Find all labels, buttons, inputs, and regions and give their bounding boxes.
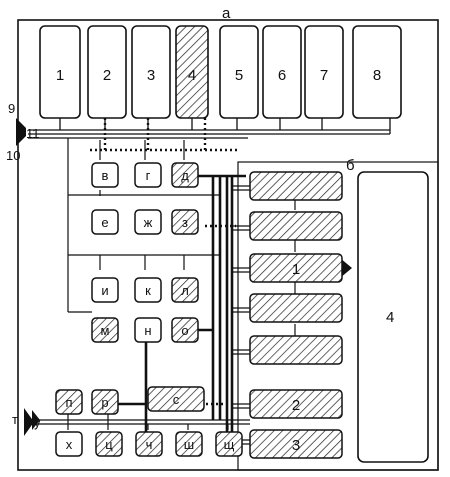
control-box-ш: ш [175, 431, 203, 457]
control-box-м: м [91, 317, 119, 343]
control-box-label: г [146, 168, 151, 183]
control-box-ц: ц [95, 431, 123, 457]
top-unit-2: 2 [87, 25, 127, 119]
control-box-label: п [65, 395, 72, 410]
top-unit-label: 4 [188, 67, 196, 84]
top-unit-label: 5 [235, 67, 243, 84]
arrow-9-label: 9 [8, 101, 15, 116]
control-box-ч: ч [135, 431, 163, 457]
control-box-label: с [173, 392, 180, 407]
control-box-label: к [145, 283, 151, 298]
control-box-г: г [134, 162, 162, 188]
control-box-в: в [91, 162, 119, 188]
right-block-6: 2 [249, 389, 343, 419]
tall-block-4-label: 4 [386, 309, 394, 326]
control-box-и: и [91, 277, 119, 303]
arrow-10-label: 10 [6, 148, 20, 163]
control-box-о: о [171, 317, 199, 343]
top-unit-label: 6 [278, 67, 286, 84]
top-unit-label: 1 [56, 67, 64, 84]
top-unit-label: 3 [147, 67, 155, 84]
control-box-е: е [91, 209, 119, 235]
top-unit-label: 8 [373, 67, 381, 84]
control-box-п: п [55, 389, 83, 415]
control-boxes: в г д е ж з и к л м н о п р с х ц ч ш щ [55, 162, 243, 457]
top-unit-5: 5 [219, 25, 259, 119]
right-block-7: 3 [249, 429, 343, 459]
region-b-frame [237, 161, 439, 471]
control-box-к: к [134, 277, 162, 303]
right-block-4 [249, 293, 343, 323]
arrow-11-label: 11 [26, 126, 40, 141]
top-unit-7: 7 [304, 25, 344, 119]
control-box-з: з [171, 209, 199, 235]
right-block-label: 1 [292, 261, 300, 278]
control-box-н: н [134, 317, 162, 343]
top-unit-4: 4 [175, 25, 209, 119]
top-unit-8: 8 [352, 25, 402, 119]
right-block-5 [249, 335, 343, 365]
region-a-label: а [222, 5, 231, 22]
right-block-3: 1 [249, 253, 343, 283]
control-box-ж: ж [134, 209, 162, 235]
control-box-label: д [181, 168, 189, 183]
top-unit-1: 1 [39, 25, 81, 119]
right-blocks: 1 2 3 [249, 171, 343, 459]
control-box-label: л [181, 283, 189, 298]
top-units: 1 2 3 4 5 6 7 8 [39, 25, 402, 119]
tall-block-4 [357, 171, 429, 463]
right-block-label: 2 [292, 397, 300, 414]
control-wiring [67, 138, 220, 313]
control-box-л: л [171, 277, 199, 303]
control-box-label: м [101, 323, 110, 338]
arrow-u-label: у [34, 415, 41, 430]
top-unit-label: 7 [320, 67, 328, 84]
control-box-р: р [91, 389, 119, 415]
control-box-х: х [55, 431, 83, 457]
control-box-с: с [147, 386, 205, 412]
control-box-label: ж [144, 215, 153, 230]
control-box-label: и [101, 283, 108, 298]
control-box-label: ц [105, 437, 113, 452]
dotted-links [90, 118, 240, 406]
right-block-label: 3 [292, 437, 300, 454]
right-block-2 [249, 211, 343, 241]
arrow-t-label: т [12, 412, 18, 427]
top-unit-label: 2 [103, 67, 111, 84]
top-unit-3: 3 [131, 25, 171, 119]
control-box-label: х [66, 437, 73, 452]
control-box-label: ч [146, 437, 153, 452]
output-arrow-icon [340, 258, 352, 278]
control-box-label: в [102, 168, 109, 183]
control-box-label: ш [184, 437, 194, 452]
control-box-label: е [101, 215, 108, 230]
control-box-щ: щ [215, 431, 243, 457]
top-bus [28, 110, 391, 139]
region-b-label: б [346, 157, 355, 174]
top-unit-6: 6 [262, 25, 302, 119]
control-box-label: н [144, 323, 151, 338]
control-box-д: д [171, 162, 199, 188]
control-box-label: щ [224, 437, 235, 452]
control-box-label: з [182, 215, 188, 230]
input-arrows-9-10 [16, 118, 40, 436]
control-box-label: о [181, 323, 188, 338]
right-block-1 [249, 171, 343, 201]
control-box-label: р [101, 395, 108, 410]
